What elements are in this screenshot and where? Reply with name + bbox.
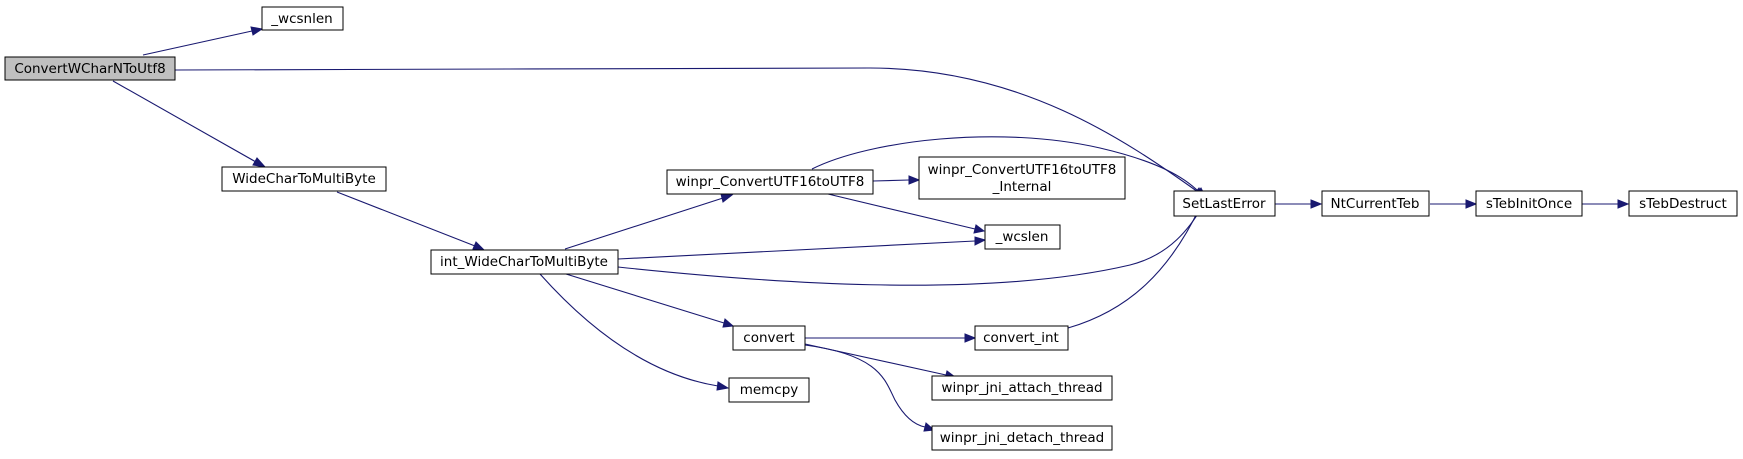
node-label: winpr_jni_attach_thread [941, 380, 1102, 396]
node-memcpy[interactable]: memcpy [728, 377, 810, 403]
edge-convertwcharntoutf8-to-wcsnlen [142, 26, 264, 56]
node-label: WideCharToMultiByte [232, 171, 376, 187]
node-widechartomultibyte[interactable]: WideCharToMultiByte [221, 166, 387, 192]
node-label: SetLastError [1182, 196, 1266, 212]
nodes: ConvertWCharNToUtf8 _wcsnlen WideCharToM… [4, 6, 1738, 451]
edges [112, 26, 1630, 432]
node-winprjniattachthread[interactable]: winpr_jni_attach_thread [931, 375, 1113, 401]
edge-convertint-to-setlasterror [1067, 195, 1206, 329]
node-convert[interactable]: convert [732, 325, 806, 351]
node-winprjnidetachthread[interactable]: winpr_jni_detach_thread [931, 425, 1113, 451]
node-label: _wcslen [995, 229, 1049, 245]
node-label: sTebDestruct [1639, 196, 1727, 212]
node-label: convert [743, 330, 794, 346]
edge-winprconvertutf16toutf8-to-internal [872, 175, 921, 185]
node-label: memcpy [740, 382, 799, 398]
node-label: int_WideCharToMultiByte [440, 254, 608, 270]
edge-winprconvertutf16toutf8-to-wcslen [827, 193, 986, 234]
node-ntcurrentteb[interactable]: NtCurrentTeb [1321, 190, 1430, 217]
node-label: NtCurrentTeb [1331, 196, 1420, 212]
edge-intwidechartomultibyte-to-memcpy [539, 273, 730, 391]
edge-intwidechartomultibyte-to-winprconvertutf16toutf8 [564, 193, 734, 250]
node-stebinitonce[interactable]: sTebInitOnce [1475, 190, 1583, 217]
edge-ntcurrentteb-to-stebinitonce [1430, 199, 1478, 209]
node-label: sTebInitOnce [1486, 196, 1572, 212]
node-wcslen[interactable]: _wcslen [984, 224, 1061, 250]
node-stebdestruct[interactable]: sTebDestruct [1628, 190, 1738, 217]
node-setlasterror[interactable]: SetLastError [1173, 190, 1276, 217]
edge-intwidechartomultibyte-to-wcslen [617, 236, 987, 260]
node-label: winpr_jni_detach_thread [940, 430, 1104, 446]
node-label: winpr_ConvertUTF16toUTF8 [676, 174, 865, 190]
edge-widechartomultibyte-to-intwidechartomultibyte [336, 191, 486, 251]
edge-intwidechartomultibyte-to-convert [565, 273, 735, 328]
edge-convertwcharntoutf8-to-widechartomultibyte [112, 80, 267, 168]
edge-intwidechartomultibyte-to-setlasterror [617, 194, 1210, 286]
node-label: ConvertWCharNToUtf8 [14, 61, 165, 77]
node-label-line2: _Internal [992, 179, 1052, 195]
node-winprconvertutf16toutf8-internal[interactable]: winpr_ConvertUTF16toUTF8 _Internal [918, 156, 1126, 200]
edge-convert-to-convertint [805, 333, 977, 343]
node-intwidechartomultibyte[interactable]: int_WideCharToMultiByte [430, 249, 619, 275]
node-winprconvertutf16toutf8[interactable]: winpr_ConvertUTF16toUTF8 [666, 169, 874, 195]
node-label: _wcsnlen [270, 11, 332, 27]
node-wcsnlen[interactable]: _wcsnlen [261, 6, 344, 31]
node-convertwcharntoutf8[interactable]: ConvertWCharNToUtf8 [4, 56, 176, 81]
edge-stebinitonce-to-stebdestruct [1582, 199, 1630, 209]
node-convertint[interactable]: convert_int [974, 325, 1069, 351]
edge-setlasterror-to-ntcurrentteb [1275, 199, 1323, 209]
node-label: convert_int [983, 330, 1059, 346]
node-label-line1: winpr_ConvertUTF16toUTF8 [928, 162, 1117, 178]
